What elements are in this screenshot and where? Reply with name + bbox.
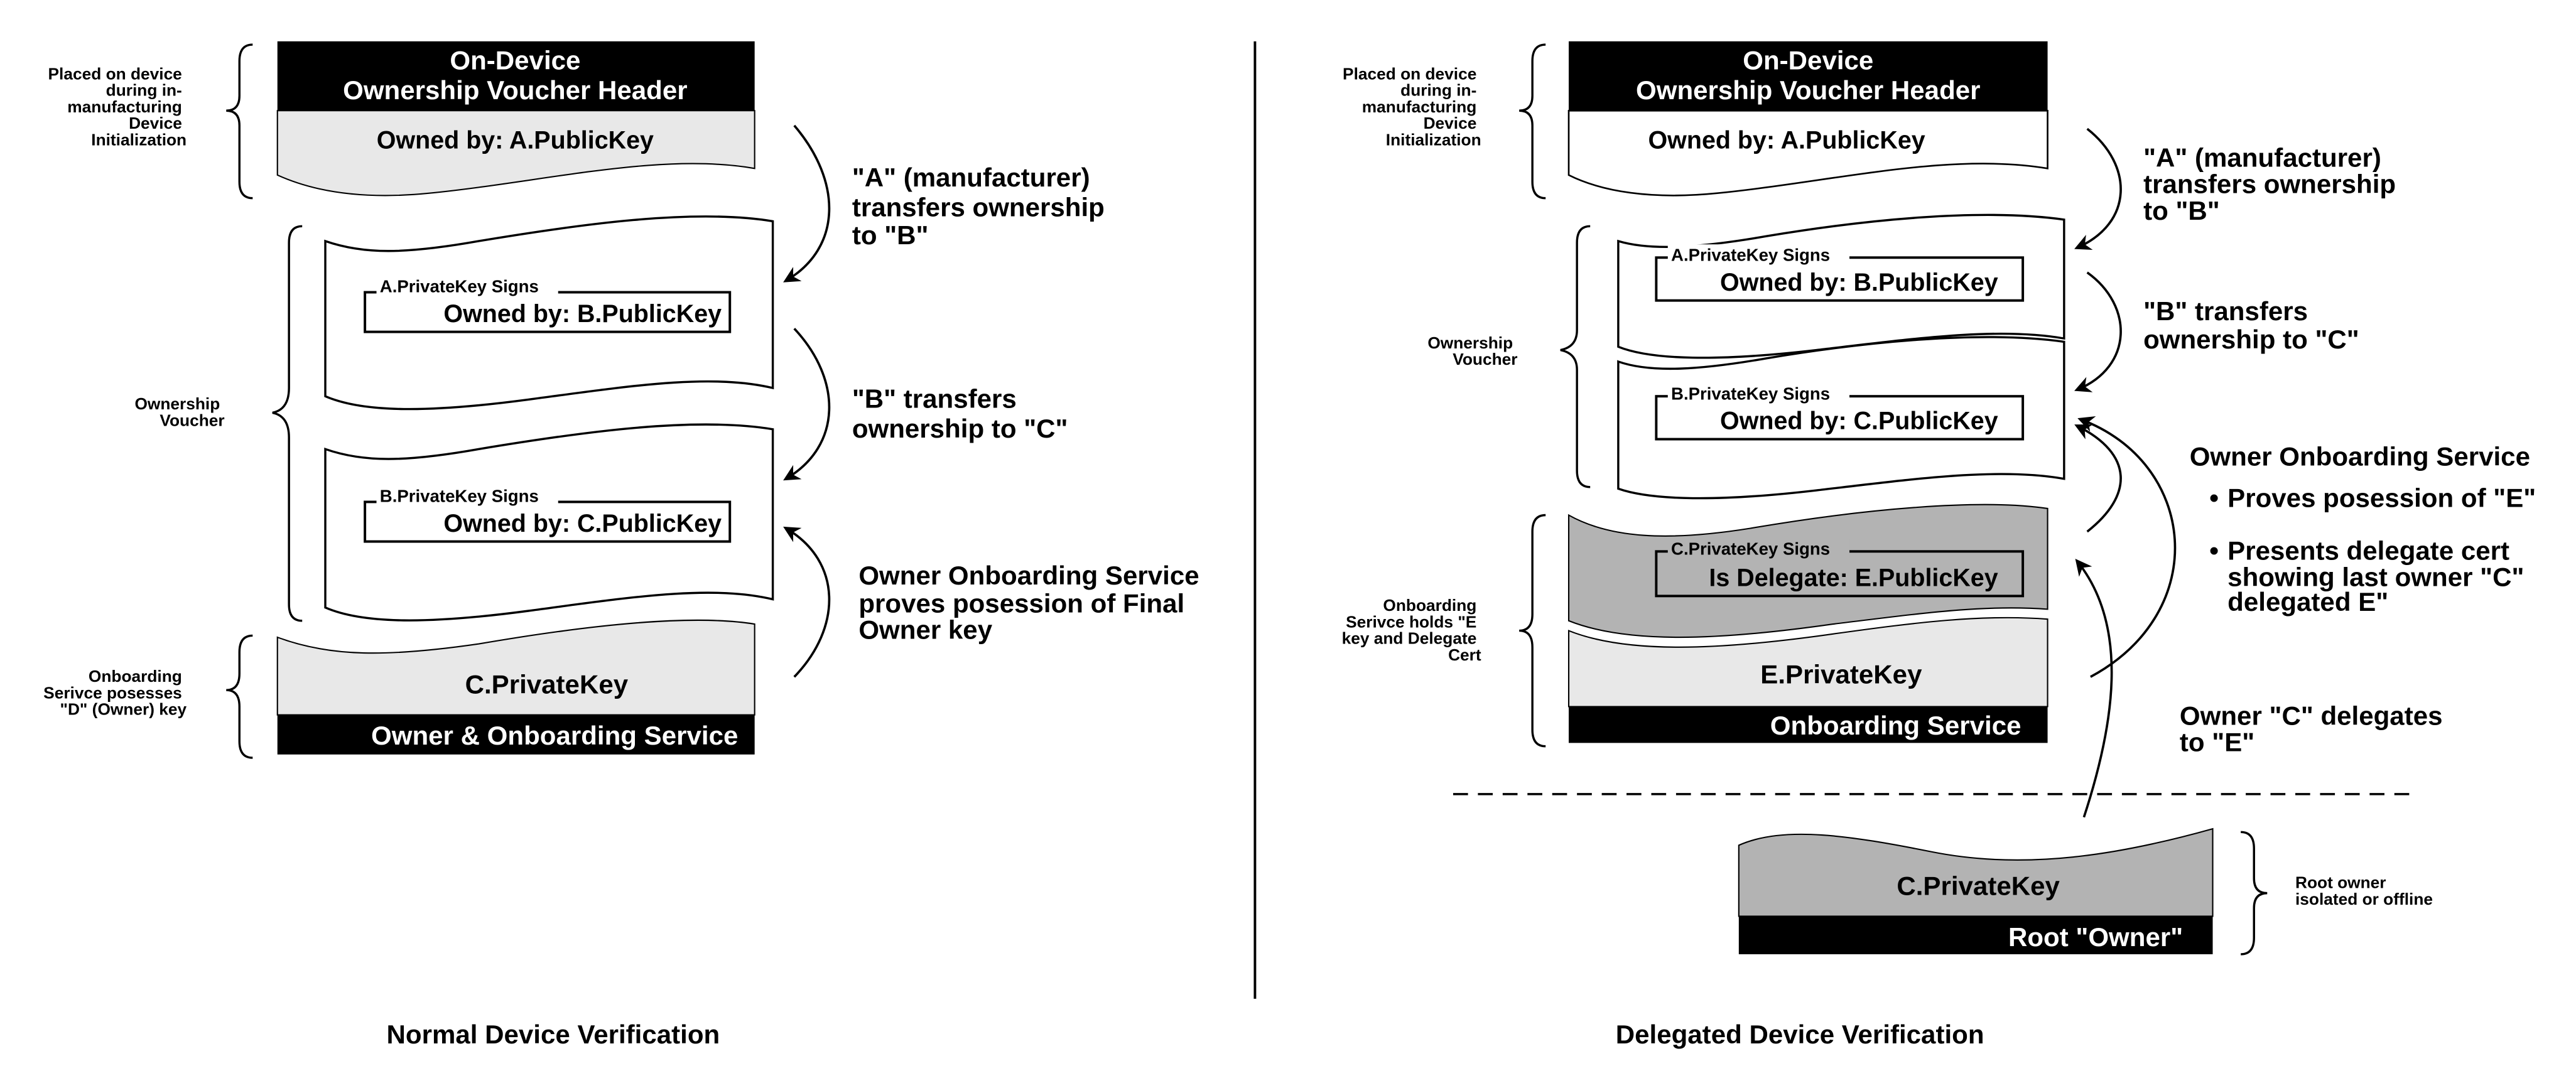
owner-footer xyxy=(277,714,755,755)
arrow-presents-cert xyxy=(2077,416,2177,678)
arrow-proves xyxy=(783,526,831,678)
brace-voucher xyxy=(1560,225,1591,488)
private-key-block xyxy=(276,619,755,716)
note-transfer-b: "B" transfers ownership to "C" xyxy=(852,384,1068,443)
note-proves: Owner Onboarding Service proves posessio… xyxy=(858,561,1206,645)
note-service-title: Owner Onboarding Service xyxy=(2190,442,2530,471)
root-private-key-text: C.PrivateKey xyxy=(1897,871,2060,900)
owned-b-text: Owned by: B.PublicKey xyxy=(1720,269,1998,296)
header-block xyxy=(277,41,755,111)
bullet-icon: • xyxy=(2209,483,2219,512)
brace-label-onboarding: Onboarding Serivce holds "E key and Dele… xyxy=(1342,596,1481,664)
onboarding-footer-text: Onboarding Service xyxy=(1770,711,2021,740)
owned-a-block xyxy=(1567,109,2048,197)
brace-label-voucher: Ownership Voucher xyxy=(134,394,224,429)
brace-root xyxy=(2241,831,2268,956)
note-transfer-b: "B" transfers ownership to "C" xyxy=(2143,296,2359,354)
voucher-page-1 xyxy=(1617,213,2065,359)
caption-normal: Normal Device Verification xyxy=(387,1020,720,1049)
header-block xyxy=(1569,41,2048,111)
e-private-key-text: E.PrivateKey xyxy=(1760,660,1922,689)
voucher-page-2 xyxy=(1617,336,2065,500)
owned-b-text: Owned by: B.PublicKey xyxy=(443,300,722,328)
root-owner-footer xyxy=(1738,916,2213,954)
owned-a-block xyxy=(276,110,755,197)
sign-a-label: A.PrivateKey Signs xyxy=(1671,245,1830,265)
note-bullet-1: Proves posession of "E" xyxy=(2227,483,2536,512)
voucher-page-2 xyxy=(324,423,774,622)
arrow-proves-e xyxy=(2074,424,2122,533)
arrow-transfer-b xyxy=(2074,271,2122,392)
owner-footer-text: Owner & Onboarding Service xyxy=(371,721,738,750)
arrow-transfer-b xyxy=(783,328,831,481)
svg-text:On-Device: On-Device xyxy=(450,46,580,75)
owned-a-text: Owned by: A.PublicKey xyxy=(377,127,654,154)
delegated-verification-panel: On-Device Ownership Voucher Header Owned… xyxy=(1342,41,2536,1049)
note-delegates: Owner "C" delegates to "E" xyxy=(2180,701,2450,757)
brace-voucher xyxy=(272,225,303,622)
owned-a-text: Owned by: A.PublicKey xyxy=(1648,127,1925,154)
delegate-e-text: Is Delegate: E.PublicKey xyxy=(1709,564,1998,592)
root-owner-footer-text: Root "Owner" xyxy=(2008,922,2183,952)
delegate-cert-block xyxy=(1567,504,2048,638)
brace-placed xyxy=(1519,43,1546,200)
note-transfer-a: "A" (manufacturer) transfers ownership t… xyxy=(2143,143,2403,225)
root-private-key-block xyxy=(1738,827,2214,917)
brace-label-voucher: Ownership Voucher xyxy=(1427,333,1517,369)
e-private-key-block xyxy=(1567,617,2048,708)
note-bullet-2: Presents delegate cert showing last owne… xyxy=(2227,536,2531,617)
onboarding-footer xyxy=(1569,706,2048,743)
sign-b-label: B.PrivateKey Signs xyxy=(380,486,539,505)
brace-label-root: Root owner isolated or offline xyxy=(2295,873,2433,908)
brace-label-placed: Placed on device during in- manufacturin… xyxy=(48,64,187,149)
svg-text:On-Device: On-Device xyxy=(1743,46,1873,75)
voucher-page-1 xyxy=(324,215,774,411)
svg-text:Ownership Voucher Header: Ownership Voucher Header xyxy=(343,75,688,105)
owned-c-text: Owned by: C.PublicKey xyxy=(443,510,722,537)
sign-c-label: C.PrivateKey Signs xyxy=(1671,539,1830,559)
brace-label-placed: Placed on device during in- manufacturin… xyxy=(1343,64,1481,149)
sign-b-label: B.PrivateKey Signs xyxy=(1671,384,1830,403)
normal-verification-panel: On-Device Ownership Voucher Header Owned… xyxy=(43,41,1206,1049)
c-private-key-text: C.PrivateKey xyxy=(465,669,629,699)
arrow-transfer-a xyxy=(783,124,831,283)
brace-label-onboarding: Onboarding Serivce posesses "D" (Owner) … xyxy=(43,667,187,719)
brace-onboarding xyxy=(1519,514,1546,748)
note-transfer-a: "A" (manufacturer) transfers ownership t… xyxy=(852,163,1112,250)
sign-a-label: A.PrivateKey Signs xyxy=(380,277,539,296)
arrow-delegates xyxy=(2075,559,2113,818)
brace-onboarding xyxy=(226,634,253,759)
svg-text:Ownership Voucher Header: Ownership Voucher Header xyxy=(1636,75,1981,105)
arrow-transfer-a xyxy=(2074,127,2122,250)
bullet-icon: • xyxy=(2209,536,2219,565)
owned-c-text: Owned by: C.PublicKey xyxy=(1720,407,1998,435)
brace-placed xyxy=(226,43,253,200)
caption-delegated: Delegated Device Verification xyxy=(1616,1020,1984,1049)
